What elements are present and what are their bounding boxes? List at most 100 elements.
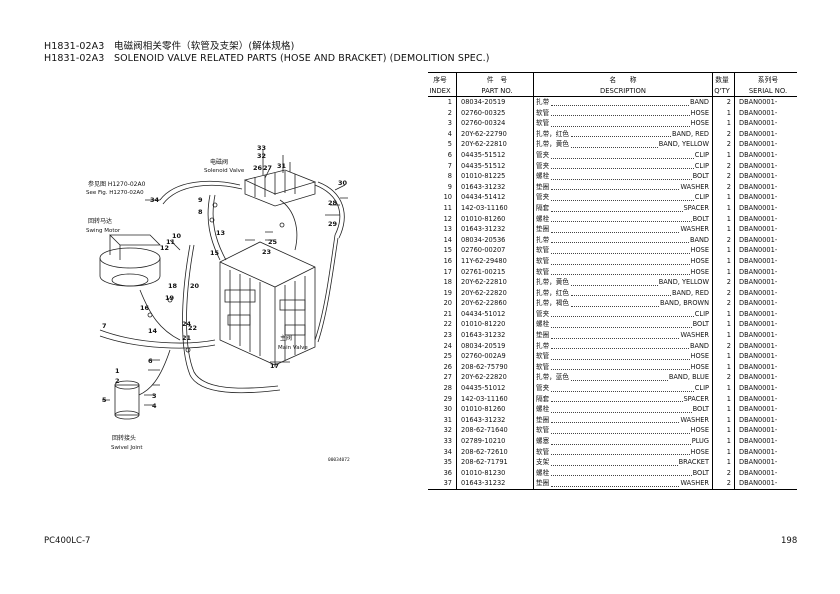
quantity-cell: 1 xyxy=(712,404,735,415)
index-cell: 12 xyxy=(443,214,452,223)
description-en: CLIP xyxy=(694,150,709,159)
swing-motor-body xyxy=(99,247,161,269)
part-number-cell: 208-62-71640 xyxy=(456,425,534,436)
swivel-joint-body xyxy=(114,384,140,416)
leader-dots xyxy=(570,284,658,286)
description-cn: 管夹 xyxy=(536,384,550,393)
index-cell: 13 xyxy=(443,225,452,234)
callout-number: 16 xyxy=(140,304,150,312)
serial-cell: DBAN0001- xyxy=(734,128,797,140)
description-en: BOLT xyxy=(692,405,709,414)
description-cn: 垫圈 xyxy=(536,331,550,340)
leader-dots xyxy=(551,210,683,212)
column-header: PART NO. xyxy=(456,85,534,97)
part-number-cell: 20Y-62-22810 xyxy=(456,139,534,150)
quantity-cell: 1 xyxy=(712,425,735,436)
callout-number: 7 xyxy=(102,322,107,330)
quantity-cell: 1 xyxy=(712,245,735,256)
description-en: CLIP xyxy=(694,193,709,202)
index-cell: 30 xyxy=(443,405,452,414)
description-en: PLUG xyxy=(691,437,709,445)
serial-cell: DBAN0001- xyxy=(734,149,797,161)
serial-cell: DBAN0001- xyxy=(734,361,797,373)
quantity-cell: 2 xyxy=(712,340,735,352)
index-cell: 32 xyxy=(443,426,452,435)
quantity-cell: 1 xyxy=(712,393,735,405)
leader-dots xyxy=(551,326,692,329)
description-cn: 垫圈 xyxy=(536,479,550,488)
description-en: BAND, BROWN xyxy=(660,299,709,308)
part-number-cell: 04434-51012 xyxy=(456,308,534,320)
column-header: 名 称 xyxy=(533,72,713,85)
description-cn: 扎带，黄色 xyxy=(536,278,569,287)
part-number-cell: 01010-81220 xyxy=(456,319,534,331)
description-en: BAND, YELLOW xyxy=(658,140,709,149)
quantity-cell: 1 xyxy=(712,202,735,214)
part-number-cell: 142-03-11160 xyxy=(456,393,534,405)
leader-dots xyxy=(551,411,692,413)
column-header: DESCRIPTION xyxy=(533,85,713,97)
leader-dots xyxy=(551,485,680,487)
part-number-cell: 20Y-62-22860 xyxy=(456,298,534,309)
index-cell: 26 xyxy=(443,362,452,371)
part-number-cell: 02760-00324 xyxy=(456,118,534,129)
part-number-cell: 01010-81230 xyxy=(456,467,534,479)
index-cell: 19 xyxy=(443,288,452,297)
description-cn: 螺栓 xyxy=(536,172,550,181)
description-en: SPACER xyxy=(683,394,710,403)
leader-dots xyxy=(551,315,694,318)
serial-cell: DBAN0001- xyxy=(734,107,797,119)
callout-number: 24 xyxy=(182,320,192,328)
description-en: HOSE xyxy=(690,108,710,117)
index-cell: 5 xyxy=(447,140,452,149)
callout-number: 23 xyxy=(262,248,271,256)
quantity-cell: 1 xyxy=(712,351,735,362)
quantity-cell: 1 xyxy=(712,308,735,320)
index-cell: 9 xyxy=(447,182,452,191)
part-number-cell: 208-62-75790 xyxy=(456,361,534,373)
quantity-cell: 2 xyxy=(712,171,735,182)
quantity-cell: 2 xyxy=(712,181,735,193)
description-en: HOSE xyxy=(690,447,710,456)
leader-dots xyxy=(551,241,689,244)
part-number-cell: 02760-002A9 xyxy=(456,351,534,362)
quantity-cell: 1 xyxy=(712,107,735,119)
description-en: HOSE xyxy=(690,256,710,265)
index-cell: 22 xyxy=(443,320,452,329)
quantity-cell: 1 xyxy=(712,457,735,468)
column-header: 数量 xyxy=(712,72,735,85)
part-number-cell: 08034-20519 xyxy=(456,96,534,108)
part-number-cell: 04434-51412 xyxy=(456,192,534,203)
part-number-cell: 208-62-71791 xyxy=(456,457,534,468)
part-number-cell: 20Y-62-22810 xyxy=(456,277,534,288)
description-en: HOSE xyxy=(690,426,710,435)
